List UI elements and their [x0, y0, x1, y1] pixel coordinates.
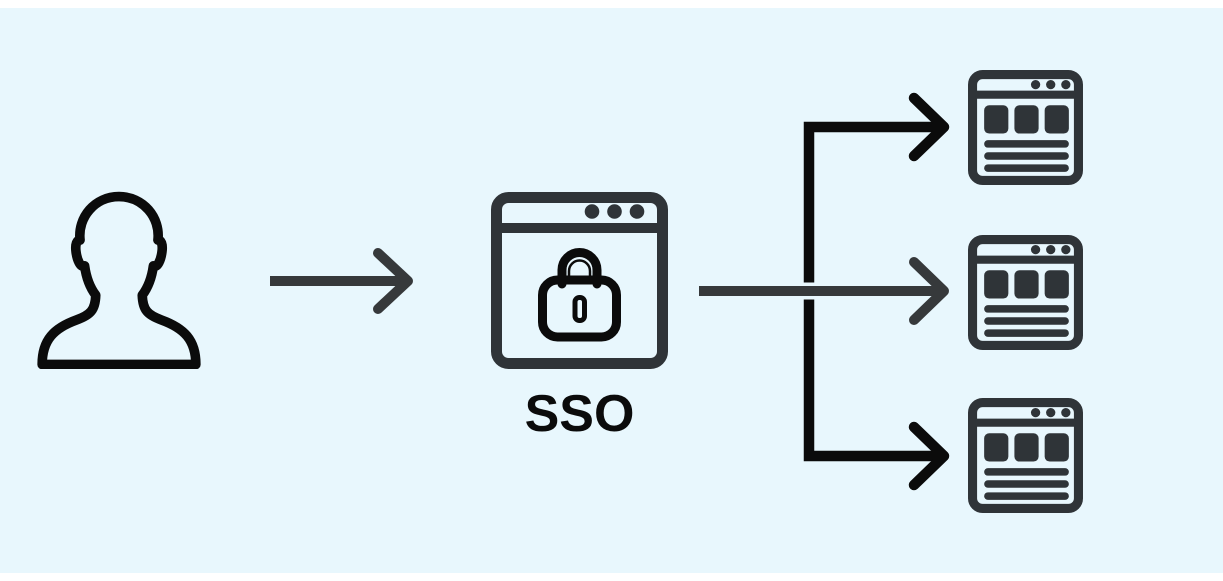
- arrow-sso-to-apps-icon: [699, 257, 949, 325]
- lock-icon: [538, 248, 621, 342]
- content-blocks: [984, 433, 1069, 500]
- window-dots-icon: [1030, 244, 1071, 255]
- app-window-icon: [968, 235, 1083, 350]
- arrow-user-to-sso-icon: [270, 248, 413, 314]
- content-blocks: [984, 270, 1069, 337]
- window-dots-icon: [1030, 79, 1071, 90]
- content-blocks: [984, 105, 1069, 172]
- window-dots-icon: [1030, 407, 1071, 418]
- user-icon: [37, 191, 201, 369]
- sso-window-frame: [491, 192, 668, 369]
- browser-window-lock-icon: [491, 192, 668, 369]
- keyhole-icon: [572, 295, 587, 323]
- arrowhead-bottom-icon: [908, 421, 950, 491]
- window-dots-icon: [584, 204, 645, 219]
- sso-label: SSO: [524, 385, 635, 443]
- app-window-icon: [968, 398, 1083, 513]
- app-window-icon: [968, 70, 1083, 185]
- arrowhead-top-icon: [908, 92, 950, 162]
